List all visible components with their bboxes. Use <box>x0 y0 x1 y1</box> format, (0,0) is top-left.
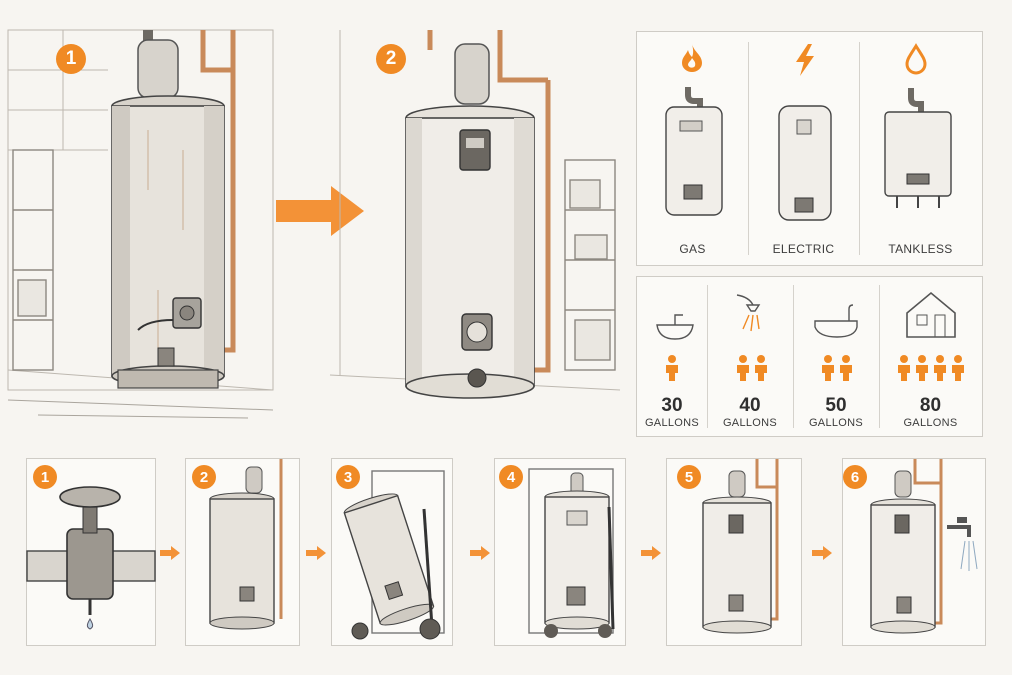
step-panel-6: 6 <box>842 458 986 646</box>
person-icon <box>666 355 678 381</box>
bathtub-icon <box>814 304 858 338</box>
step-badge-2: 2 <box>192 465 216 489</box>
step-2-badge: 2 <box>376 44 406 74</box>
step-arrow-icon-3 <box>470 546 490 560</box>
heater-sizes-panel: 30 GALLONS 40 GALLONS 50 GALLONS 80 GALL… <box>636 276 983 437</box>
step-badge-4: 4 <box>499 465 523 489</box>
type-divider-2 <box>859 42 860 255</box>
type-label-gas: GAS <box>679 242 706 256</box>
two-people-icon <box>737 355 767 381</box>
step-arrow-icon-2 <box>306 546 326 560</box>
shower-icon <box>736 294 761 332</box>
step-badge-3: 3 <box>336 465 360 489</box>
size-divider-1 <box>707 285 708 428</box>
step-1-badge: 1 <box>56 44 86 74</box>
step-panel-4: 4 <box>494 458 626 646</box>
new-heater-dolly-illustration <box>528 468 615 638</box>
lightning-icon <box>796 44 814 76</box>
test-hot-water-illustration <box>870 459 978 634</box>
step-arrow-icon-4 <box>641 546 661 560</box>
dolly-removal-illustration <box>343 470 445 640</box>
type-label-electric: ELECTRIC <box>772 242 835 256</box>
water-drop-icon <box>905 43 927 75</box>
size-divider-2 <box>793 285 794 428</box>
old-heater-scene <box>7 29 274 420</box>
step-badge-6: 6 <box>843 465 867 489</box>
size-unit-80: GALLONS <box>903 417 958 429</box>
new-heater-scene <box>329 30 621 420</box>
heater-types-panel: GAS ELECTRIC TANKLESS <box>636 31 983 266</box>
step-badge-5: 5 <box>677 465 701 489</box>
two-people-icon-2 <box>822 355 852 381</box>
step-panel-5: 5 <box>666 458 802 646</box>
size-divider-3 <box>879 285 880 428</box>
size-unit-30: GALLONS <box>644 417 700 429</box>
step-panel-3: 3 <box>331 458 453 646</box>
size-unit-40: GALLONS <box>722 417 778 429</box>
step-arrow-icon-1 <box>160 546 180 560</box>
step-arrow-icon-5 <box>812 546 832 560</box>
size-number-80: 80 <box>919 395 942 416</box>
electric-heater-icon <box>778 105 832 221</box>
size-unit-50: GALLONS <box>808 417 864 429</box>
step-panel-2: 2 <box>185 458 300 646</box>
old-water-heater-illustration <box>7 29 274 419</box>
house-icon <box>906 291 956 338</box>
flame-icon <box>682 44 702 72</box>
size-number-30: 30 <box>661 395 683 416</box>
sink-icon <box>656 314 694 340</box>
shutoff-valve-illustration <box>26 486 156 630</box>
four-people-icon <box>898 355 964 381</box>
type-label-tankless: TANKLESS <box>888 242 953 256</box>
step-panel-1: 1 <box>26 458 156 646</box>
gas-heater-icon <box>665 87 723 216</box>
old-heater-step-illustration <box>209 459 283 630</box>
new-water-heater-illustration <box>329 30 621 399</box>
tankless-heater-icon <box>884 88 952 208</box>
size-number-50: 50 <box>825 395 847 416</box>
step-badge-1: 1 <box>33 465 57 489</box>
type-divider-1 <box>748 42 749 255</box>
size-number-40: 40 <box>739 395 761 416</box>
big-arrow-icon <box>276 186 364 236</box>
connect-heater-illustration <box>702 459 779 634</box>
